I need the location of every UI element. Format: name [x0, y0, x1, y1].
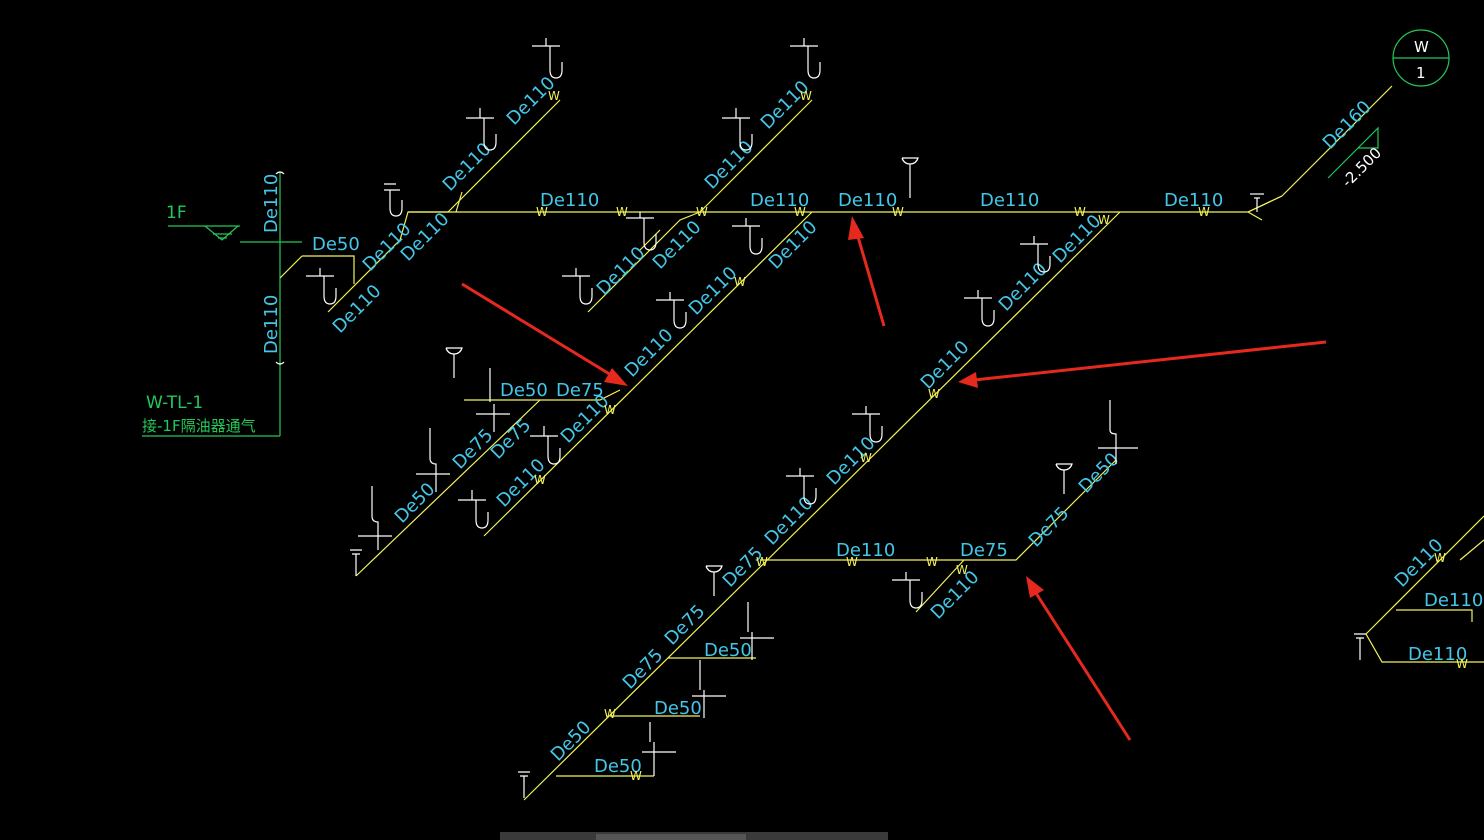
- pipe-marker: W: [860, 451, 872, 465]
- cleanout-icon: [350, 549, 362, 576]
- pipe-marker: W: [1434, 551, 1446, 565]
- pipe-size-label: De75: [556, 380, 604, 401]
- fixture-icons: [306, 38, 1366, 798]
- s-trap-icon: [1098, 400, 1138, 464]
- trap-icon: [790, 38, 821, 79]
- pipe-marker: W: [1456, 657, 1468, 671]
- annotation-arrow: [958, 340, 1327, 388]
- pipe-marker: W: [548, 89, 560, 103]
- pipe-marker: W: [928, 387, 940, 401]
- pipe-marker: W: [1198, 205, 1210, 219]
- riser-size-label-lower: De110: [261, 295, 282, 354]
- pipe-marker: W: [536, 205, 548, 219]
- floor-drain-icon: [901, 157, 919, 198]
- pipe-size-label: De50: [654, 698, 702, 719]
- s-trap-icon: [740, 602, 774, 660]
- pipe-marker: W: [800, 89, 812, 103]
- riser-note-label: 接-1F隔油器通气: [142, 417, 256, 435]
- pipe-size-label: De50: [704, 640, 752, 661]
- branch-right-partial[interactable]: [1365, 515, 1484, 663]
- pipe-marker: W: [604, 403, 616, 417]
- outlet-symbol[interactable]: [1392, 29, 1450, 87]
- s-trap-icon: [476, 368, 510, 432]
- s-trap-icon: [642, 722, 676, 776]
- trap-icon: [562, 268, 593, 305]
- pipe-marker: W: [1074, 205, 1086, 219]
- cleanout-icon: [1354, 633, 1366, 660]
- floor-drain-icon: [705, 565, 723, 596]
- pipe-size-label: De110: [838, 190, 897, 211]
- pipe-marker: W: [846, 555, 858, 569]
- cleanout-icon: [518, 771, 530, 798]
- riser-name-label: W-TL-1: [146, 393, 203, 413]
- pipe-marker: W: [892, 205, 904, 219]
- trap-icon: [626, 212, 657, 251]
- cleanout-icon[interactable]: [1250, 193, 1264, 212]
- main-horizontal-pipe[interactable]: [408, 85, 1393, 221]
- floor-label-1f: 1F: [166, 203, 187, 223]
- annotation-arrow: [1026, 576, 1132, 741]
- pipe-marker: W: [756, 555, 768, 569]
- branch-d[interactable]: [523, 211, 1121, 801]
- pipe-marker: W: [616, 205, 628, 219]
- pipe-size-label: De110: [1408, 644, 1467, 665]
- pipe-size-label: De50: [500, 380, 548, 401]
- pipe-marker: W: [794, 205, 806, 219]
- s-trap-icon: [692, 660, 726, 718]
- s-trap-icon: [416, 428, 450, 492]
- outlet-symbol-bottom: 1: [1416, 64, 1426, 82]
- pipe-marker: W: [926, 555, 938, 569]
- trap-icon: [892, 572, 923, 609]
- pipe-marker: W: [1098, 213, 1110, 227]
- branch-b[interactable]: [587, 99, 813, 313]
- trap-icon: [530, 426, 561, 465]
- scrollbar-thumb[interactable]: [596, 834, 746, 840]
- pipe-size-label: De75: [960, 540, 1008, 561]
- trap-icon: [306, 268, 337, 305]
- pipe-marker: W: [696, 205, 708, 219]
- pipe-marker: W: [534, 473, 546, 487]
- pipe-size-label: De50: [312, 234, 360, 255]
- outlet-symbol-top: W: [1414, 38, 1429, 56]
- riser-w-tl-1[interactable]: [142, 171, 303, 437]
- riser-size-label-upper: De110: [261, 174, 282, 233]
- pipe-marker: W: [734, 275, 746, 289]
- pipe-size-label: De110: [1424, 590, 1483, 611]
- pipe-size-label: De110: [836, 540, 895, 561]
- annotation-arrow: [848, 216, 886, 327]
- trap-icon: [964, 290, 995, 327]
- trap-icon: [384, 183, 403, 217]
- trap-icon: [852, 406, 883, 443]
- floor-drain-icon: [445, 347, 463, 378]
- s-trap-icon: [358, 486, 392, 550]
- trap-icon: [458, 490, 489, 529]
- floor-drain-icon: [1055, 463, 1073, 494]
- pipe-marker: W: [604, 707, 616, 721]
- trap-icon: [786, 468, 817, 505]
- pipe-marker: W: [630, 769, 642, 783]
- branch-c[interactable]: [355, 211, 813, 577]
- trap-icon: [532, 38, 563, 79]
- trap-icon: [722, 108, 753, 151]
- pipe-size-label: De110: [980, 190, 1039, 211]
- horizontal-scrollbar[interactable]: [500, 832, 888, 840]
- trap-icon: [732, 218, 763, 255]
- pipe-size-label: De110: [750, 190, 809, 211]
- pipe-size-label: De110: [1164, 190, 1223, 211]
- branch-a[interactable]: [302, 99, 561, 313]
- trap-icon: [466, 108, 497, 151]
- pipe-marker: W: [956, 563, 968, 577]
- trap-icon: [1020, 236, 1051, 273]
- annotation-arrow: [461, 282, 628, 386]
- trap-icon: [656, 292, 687, 329]
- pipe-size-label: De110: [540, 190, 599, 211]
- pipe-size-label: De50: [594, 756, 642, 777]
- elevation-mark: [1327, 126, 1379, 179]
